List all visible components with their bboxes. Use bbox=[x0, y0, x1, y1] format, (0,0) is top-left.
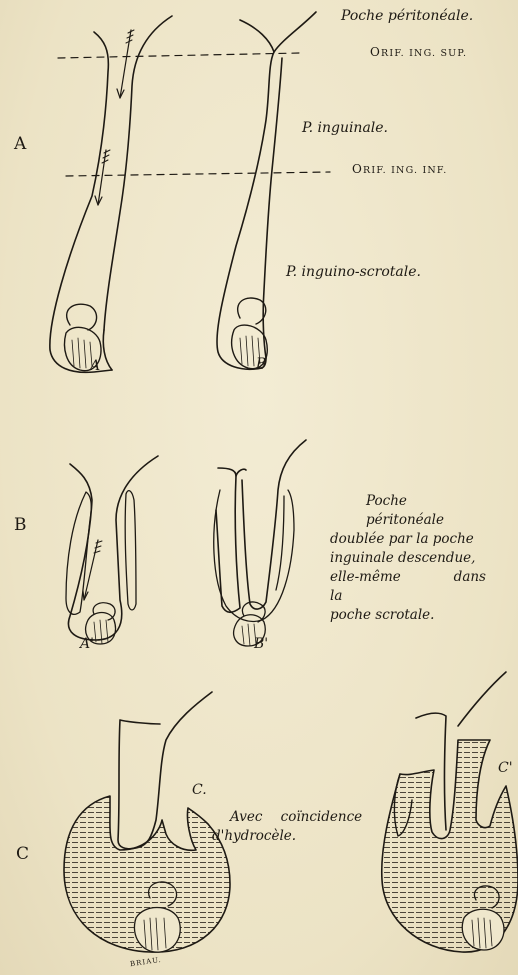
row-label-a: A bbox=[14, 134, 26, 154]
figure-c-drawing bbox=[64, 692, 230, 952]
row-b-caption: Poche péritonéale doublée par la poche i… bbox=[330, 492, 486, 625]
row-b-caption-line: doublée par la poche bbox=[330, 530, 486, 549]
row-c-caption-line: d'hydrocèle. bbox=[212, 827, 382, 846]
row-c-caption-line: Avec coïncidence bbox=[212, 808, 382, 827]
figure-label-a-prime: A' bbox=[80, 636, 94, 652]
figure-label-c: C. bbox=[192, 782, 207, 798]
figure-b-prime-drawing bbox=[214, 440, 306, 646]
label-orifice-inguinal-inferior: ORIF. ING. INF. bbox=[352, 162, 447, 176]
row-b-caption-line: poche scrotale. bbox=[330, 606, 486, 625]
figure-label-a: A bbox=[90, 358, 100, 374]
label-poche-inguino-scrotale: P. inguino-scrotale. bbox=[286, 264, 421, 280]
label-poche-inguinale: P. inguinale. bbox=[302, 120, 388, 136]
row-c-caption: Avec coïncidence d'hydrocèle. bbox=[212, 808, 382, 846]
label-orifice-inguinal-superior: ORIF. ING. SUP. bbox=[370, 45, 467, 59]
figure-c-prime-drawing bbox=[382, 672, 518, 952]
orifice-inferior-line bbox=[66, 172, 330, 176]
label-poche-peritoneale: Poche péritonéale. bbox=[341, 8, 473, 24]
row-b-caption-line: inguinale descendue, bbox=[330, 549, 486, 568]
figure-label-b-prime: B' bbox=[254, 636, 268, 652]
orifice-superior-line bbox=[58, 53, 300, 58]
figure-label-b: B bbox=[256, 356, 266, 372]
figure-a-prime-drawing bbox=[66, 456, 158, 644]
row-label-b: B bbox=[14, 515, 27, 535]
row-label-c: C bbox=[16, 844, 29, 864]
figure-a-drawing bbox=[50, 16, 172, 372]
figure-b-drawing bbox=[217, 12, 316, 369]
figure-label-c-prime: C' bbox=[498, 760, 513, 776]
row-b-caption-line: Poche péritonéale bbox=[330, 492, 486, 530]
row-b-caption-line: elle-même dans la bbox=[330, 568, 486, 606]
